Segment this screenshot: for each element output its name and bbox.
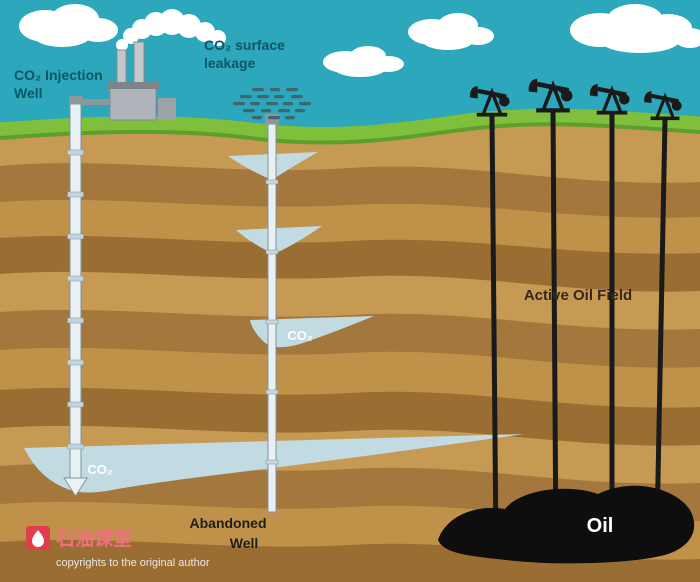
bore-line-4 [654,119,668,531]
injection-well-label-line2: Well [14,85,43,101]
watermark-drop-icon [32,530,44,547]
bore-line-2 [550,111,559,553]
leak-dash [283,102,293,106]
leakage-label-line2: leakage [204,55,256,71]
leakage-label-line1: CO₂ surface [204,37,285,53]
bore-line-1 [489,115,499,546]
leak-dash [299,102,311,106]
leak-dash [243,109,255,113]
co2-mid-label: CO₂ [287,328,313,343]
cloud-middle [323,46,404,77]
injection-arrow-down-icon [63,477,88,497]
leak-dash [257,95,269,99]
pipe-coupling [265,389,279,395]
abandoned-couplings [265,179,279,465]
grass-strip-shadow [0,122,700,145]
injection-well-label-line1: CO₂ Injection [14,67,103,83]
leak-dash [278,109,290,113]
leak-dash [252,88,264,92]
leakage-dashes [233,88,311,120]
smokestack-1 [116,49,127,87]
pipe-coupling [265,459,279,465]
pipe-coupling [265,249,279,255]
facility-shed [158,98,176,120]
leak-dash [295,109,305,113]
pipe-couplings [67,149,84,450]
watermark: 石油课堂 copyrights to the original author [26,526,210,569]
leak-dash [291,95,303,99]
pipe-coupling [265,319,279,325]
soil-layer-12 [0,539,700,582]
leak-dash [240,95,252,99]
injection-well-pipe [69,103,82,479]
co2-plume-upper [236,226,322,254]
pipe-coupling [67,359,84,366]
smoke-plume [116,9,226,51]
leak-dash [268,116,280,120]
abandoned-well-label-line1: Abandoned [190,515,267,531]
pipe-coupling [67,317,84,324]
pipe-coupling [67,233,84,240]
watermark-brand: 石油课堂 [55,528,132,550]
watermark-copyright: copyrights to the original author [56,557,210,569]
smokestack-2 [133,41,145,87]
leak-dash [285,116,295,120]
leak-dash [286,88,298,92]
co2-bottom-label: CO₂ [87,462,113,477]
oil-reservoir [438,485,695,564]
oil-label: Oil [587,515,614,537]
facility-roof [107,82,159,89]
abandoned-well-pipe [267,123,277,513]
leak-dash [274,95,284,99]
cloud-center-right [408,13,494,50]
pipe-coupling [67,191,84,198]
facility-building [109,85,157,121]
leak-dash [261,109,271,113]
injection-facility [69,9,226,121]
pipe-coupling [265,179,279,185]
co2-plume-mid [250,316,374,348]
leak-dash [250,102,260,106]
pipe-coupling [67,149,84,156]
abandoned-well-label-line2: Well [230,535,259,551]
active-oil-field-label: Active Oil Field [524,287,632,304]
labels: CO₂ Injection Well CO₂ surface leakage A… [14,37,632,551]
cloud-top-left [19,4,118,47]
surface-pipe [83,99,111,105]
injection-well [63,103,88,497]
grass-strip [0,108,700,143]
clouds [19,4,700,77]
leak-dash [252,116,262,120]
pipe-coupling [67,401,84,408]
cloud-right [570,4,700,53]
oil-bore-lines [489,111,668,553]
pipe-coupling [67,275,84,282]
pipe-coupling [67,443,84,450]
leak-dash [233,102,245,106]
leak-dash [270,88,280,92]
leak-dash [266,102,278,106]
injection-wellhead [69,96,83,106]
